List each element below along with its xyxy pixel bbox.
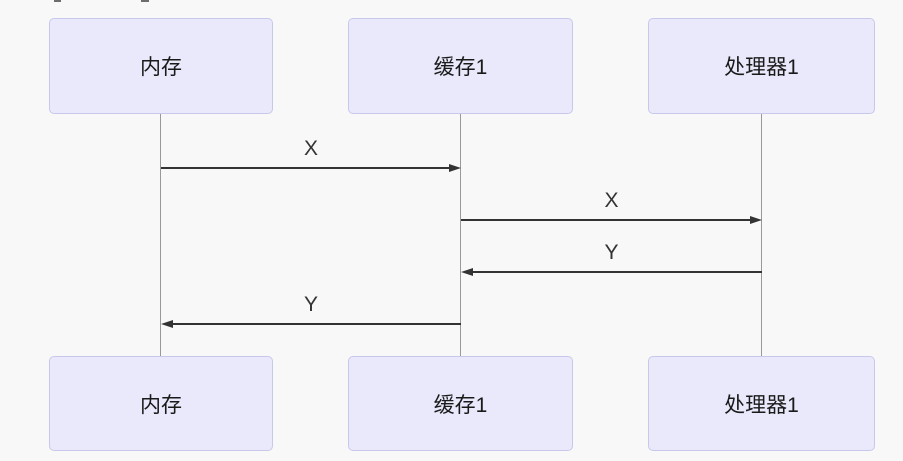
actor-box-memory-bottom: 内存 <box>49 356 273 451</box>
arrowhead-left-icon <box>461 268 473 276</box>
message-label: Y <box>604 241 619 264</box>
arrowhead-right-icon <box>750 216 762 224</box>
message-label: X <box>604 189 619 212</box>
clipped-text-remnant <box>141 0 149 2</box>
lifeline-processor1 <box>761 114 762 356</box>
lifeline-cache1 <box>460 114 461 356</box>
message-line <box>473 271 762 273</box>
arrowhead-right-icon <box>449 164 461 172</box>
message-line <box>173 323 461 325</box>
actor-label-cache1: 缓存1 <box>433 393 488 417</box>
message-label: Y <box>303 293 318 316</box>
actor-box-processor1-top: 处理器1 <box>648 18 875 114</box>
actor-box-processor1-bottom: 处理器1 <box>648 356 875 451</box>
lifeline-memory <box>160 114 161 356</box>
actor-box-memory-top: 内存 <box>49 18 273 114</box>
actor-box-cache1-top: 缓存1 <box>348 18 573 114</box>
actor-label-memory: 内存 <box>140 393 182 417</box>
actor-label-cache1: 缓存1 <box>433 56 488 79</box>
arrowhead-left-icon <box>161 320 173 328</box>
clipped-text-remnant <box>54 0 61 2</box>
message-line <box>461 219 750 221</box>
actor-label-memory: 内存 <box>140 56 182 79</box>
message-label: X <box>303 137 318 160</box>
actor-label-processor1: 处理器1 <box>724 393 799 417</box>
actor-box-cache1-bottom: 缓存1 <box>348 356 573 451</box>
actor-label-processor1: 处理器1 <box>724 56 799 79</box>
message-line <box>161 167 449 169</box>
